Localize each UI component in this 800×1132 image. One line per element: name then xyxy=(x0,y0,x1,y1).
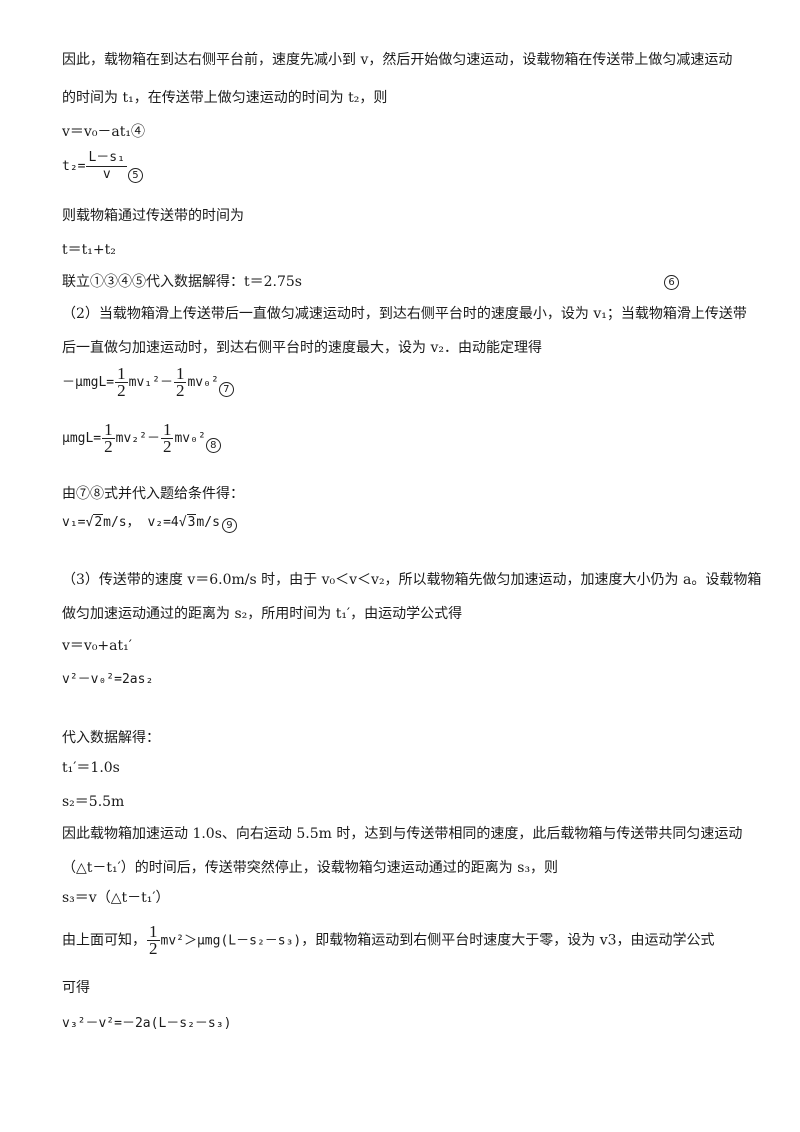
result-t1: t₁′＝1.0s xyxy=(62,760,120,776)
inequality: mv²＞μmg(L－s₂－s₃) xyxy=(160,933,302,949)
eq7-term2: mv₀² xyxy=(187,375,219,390)
paragraph-text: ，即载物箱运动到右侧平台时速度大于零，设为 v3，由运动学公式 xyxy=(301,932,715,949)
circled-number: 9 xyxy=(221,518,237,533)
eq7-lhs: －μmgL= xyxy=(62,375,115,390)
paragraph-line: （2）当载物箱滑上传送带后一直做匀减速运动时，到达右侧平台时的速度最小，设为 v… xyxy=(62,306,747,322)
sqrt-radicand: 2 xyxy=(93,514,104,530)
paragraph-line: 后一直做匀加速运动时，到达右侧平台时的速度最大，设为 v₂．由动能定理得 xyxy=(62,340,542,356)
eq8-term1: mv₂² xyxy=(115,431,147,446)
eq5-denominator: v xyxy=(102,167,111,182)
half-denominator: 2 xyxy=(149,939,158,958)
paragraph-line: 做匀加速运动通过的距离为 s₂，所用时间为 t₁′，由运动学公式得 xyxy=(62,606,463,622)
eq5-lhs: t₂= xyxy=(62,159,86,174)
eq7-term1: mv₁² xyxy=(128,375,160,390)
paragraph-line: 因此载物箱加速运动 1.0s、向右运动 5.5m 时，达到与传送带相同的速度，此… xyxy=(62,826,743,842)
eq9-v2: v₂=4 xyxy=(147,515,179,530)
eq9-v1: v₁= xyxy=(62,515,86,530)
paragraph-line: 代入数据解得： xyxy=(62,730,160,746)
paragraph-line: 可得 xyxy=(62,980,90,996)
half-denominator: 2 xyxy=(104,437,113,456)
half-numerator: 1 xyxy=(102,420,115,439)
eq8-term2: mv₀² xyxy=(174,431,206,446)
paragraph-line: （△t－t₁′）的时间后，传送带突然停止，设载物箱匀速运动通过的距离为 s₃，则 xyxy=(62,860,559,876)
paragraph-line: （3）传送带的速度 v＝6.0m/s 时，由于 v₀＜v＜v₂，所以载物箱先做匀… xyxy=(62,572,762,588)
eq5-numerator: L－s₁ xyxy=(86,150,127,167)
half-denominator: 2 xyxy=(162,437,172,456)
paragraph-line: 由⑦⑧式并代入题给条件得： xyxy=(62,486,244,502)
paragraph-line: 则载物箱通过传送带的时间为 xyxy=(62,208,244,224)
half-numerator: 1 xyxy=(160,420,174,439)
result-s2: s₂＝5.5m xyxy=(62,794,125,810)
equation-11: v²－v₀²=2as₂ xyxy=(62,672,154,687)
equation-t: t＝t₁+t₂ xyxy=(62,242,116,258)
circled-number: 8 xyxy=(205,438,221,453)
sqrt-radicand: 3 xyxy=(186,514,197,530)
eq8-lhs: μmgL= xyxy=(62,431,102,446)
paragraph-text: 由上面可知， xyxy=(62,932,146,949)
equation-4: v＝v₀－at₁④ xyxy=(62,124,146,140)
half-numerator: 1 xyxy=(173,364,187,383)
paragraph-line: 的时间为 t₁，在传送带上做匀速运动的时间为 t₂，则 xyxy=(62,90,388,106)
paragraph-line: 联立①③④⑤代入数据解得：t＝2.75s xyxy=(62,274,302,290)
half-denominator: 2 xyxy=(117,381,126,400)
half-numerator: 1 xyxy=(115,364,128,383)
circled-number: 6 xyxy=(664,275,679,290)
half-numerator: 1 xyxy=(147,922,160,941)
circled-number: 7 xyxy=(218,382,234,397)
circled-number: 5 xyxy=(127,168,143,183)
eq9-unit: m/s， xyxy=(103,515,140,530)
eq9-unit: m/s xyxy=(196,515,220,530)
half-denominator: 2 xyxy=(175,381,185,400)
equation-13: v₃²－v²=－2a(L－s₂－s₃) xyxy=(62,1016,232,1031)
equation-10: v＝v₀+at₁′ xyxy=(62,638,132,654)
paragraph-line: 因此，载物箱在到达右侧平台前，速度先减小到 v，然后开始做匀速运动，设载物箱在传… xyxy=(62,52,733,68)
equation-12: s₃＝v（△t－t₁′） xyxy=(62,890,170,906)
